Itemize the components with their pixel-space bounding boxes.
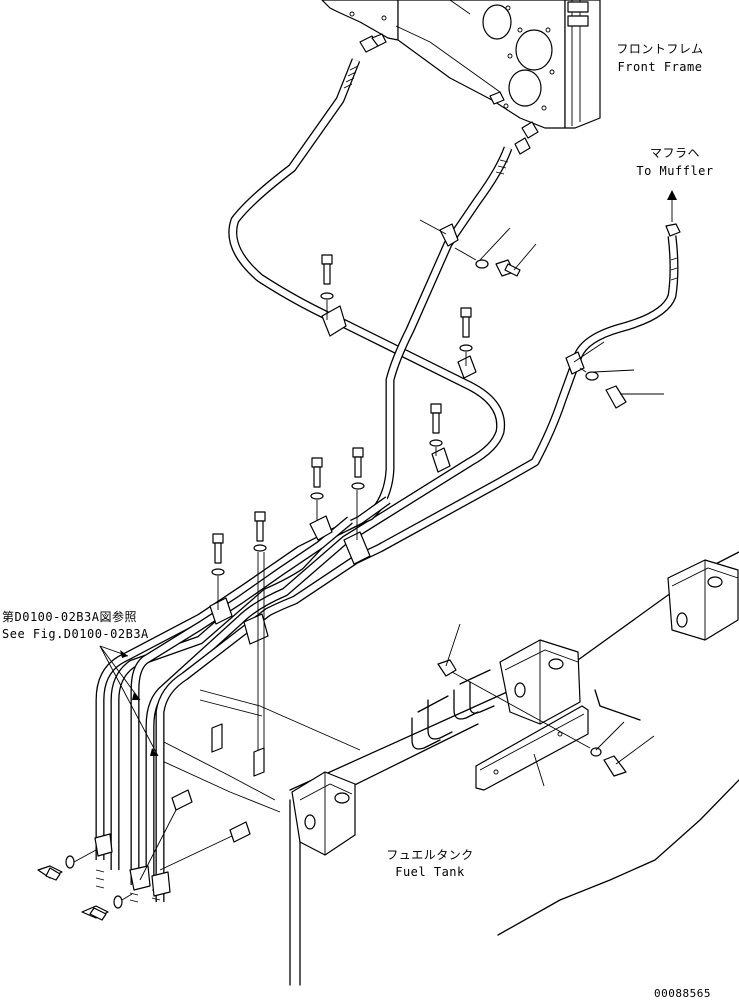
front-frame-drawing (321, 0, 601, 155)
muffler-label-jp: マフラヘ (649, 146, 700, 160)
see-fig-label-en: See Fig.D0100-02B3A (2, 627, 149, 641)
pipes (95, 58, 679, 903)
clamps (94, 223, 585, 897)
fuel-tank-label-jp: フュエルタンク (386, 848, 474, 862)
muffler-label-en: To Muffler (636, 164, 714, 178)
fuel-tank-drawing (159, 551, 739, 986)
horizontal-bolts (37, 247, 627, 921)
front-frame-label-jp: フロントフレム (616, 42, 704, 56)
leader-lines (99, 190, 677, 787)
fuel-tank-label-en: Fuel Tank (395, 865, 465, 879)
front-frame-label-en: Front Frame (617, 60, 703, 74)
see-fig-label-jp: 第D0100-02B3A図参照 (2, 610, 137, 624)
drawing-number: 00088565 (654, 987, 711, 1000)
bolts (139, 254, 473, 881)
